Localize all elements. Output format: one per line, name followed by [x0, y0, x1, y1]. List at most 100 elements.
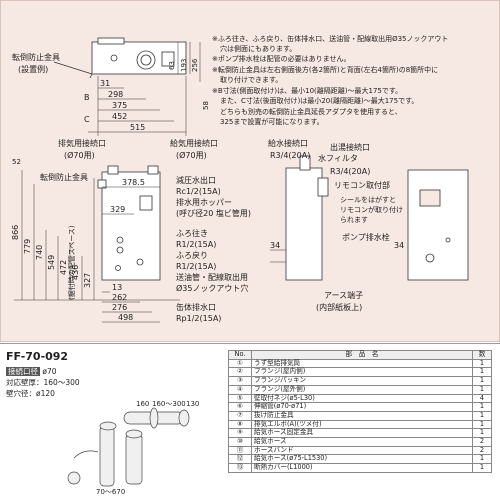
- dim-779: 779: [23, 239, 32, 254]
- dim-63: 63: [168, 61, 176, 70]
- parts-table-header: No. 部 品 名 数: [228, 350, 492, 360]
- installation-gap-label: (据付時の配管スペース): [67, 225, 76, 300]
- technical-drawing: 転倒防止金具 (設置例) 31 298 375 452 515 63 193 2…: [11, 37, 469, 323]
- return-size: R1/2(15A): [176, 262, 216, 271]
- dim-375: 375: [112, 101, 127, 110]
- antitip-label: 転倒防止金具: [12, 52, 60, 62]
- dim-378-5: 378.5: [122, 178, 145, 187]
- dim-b: B: [84, 93, 90, 102]
- dim-472: 472: [59, 260, 68, 275]
- earth-sublabel: (内部紙板上): [316, 302, 362, 312]
- hot-outlet-size: R3/4(20A): [330, 167, 370, 176]
- dim-276: 276: [112, 303, 127, 312]
- hose-size: (呼び径20 塩ビ管用): [176, 208, 251, 218]
- dim-c: C: [84, 115, 90, 124]
- front-view: [14, 165, 180, 323]
- dim-31: 31: [100, 79, 110, 88]
- model-code: FF-70-092: [6, 350, 69, 363]
- dim-262: 262: [112, 293, 127, 302]
- antitip-front-label: 転倒防止金具: [40, 172, 88, 182]
- kit-dim-160a: 160: [136, 400, 149, 408]
- part-no: ⑬: [228, 463, 252, 473]
- intake-label: 給気用接続口: [170, 138, 218, 148]
- dim-740: 740: [35, 245, 44, 260]
- part-qty: 1: [472, 410, 492, 421]
- note-line-9: 325まで設置が可能になります。: [220, 118, 324, 126]
- part-no: ③: [228, 376, 252, 386]
- hot-outlet-label: 出湯接続口: [330, 142, 370, 152]
- col-qty: 数: [472, 350, 492, 360]
- side-view-labels: 給水接続口 R3/4(20A) 水フィルタ 出湯接続口 R3/4(20A) リモ…: [268, 138, 404, 312]
- top-view: [53, 37, 201, 136]
- part-name: フランジ(屋外側): [251, 384, 473, 395]
- dim-52: 52: [12, 158, 21, 166]
- intake-size: (Ø70用): [176, 150, 207, 160]
- part-name: 抜け防止金具: [251, 410, 473, 421]
- dim-34-a: 34: [270, 241, 280, 250]
- connection-value: ø70: [42, 367, 57, 376]
- note-line-8: どちらも別売の転倒防止金具延長アダプタを使用すると、: [220, 108, 402, 116]
- kit-dim-130: 130: [186, 400, 199, 408]
- note-line-3: ※ポンプ排水栓は配管の必要はありません。: [212, 55, 351, 63]
- part-qty: 2: [472, 437, 492, 447]
- col-no: No.: [228, 350, 252, 360]
- supply-label: ふろ往き: [176, 228, 208, 238]
- exhaust-label: 排気用接続口: [58, 138, 106, 148]
- remote-label: リモコン取付部: [334, 180, 390, 190]
- drain-label: 缶体排水口: [176, 302, 216, 312]
- dim-866: 866: [11, 225, 20, 240]
- water-filter-label: 水フィルタ: [318, 153, 358, 163]
- note-line-4: ※転倒防止金具は左右側面後方(各2箇所)と背面(左右4箇所)の8箇所中に: [212, 66, 439, 74]
- col-part-name: 部 品 名: [251, 350, 473, 360]
- part-name: 断熱カバー(L1000): [251, 463, 473, 473]
- part-name: フランジパッキン: [251, 376, 473, 386]
- dim-298: 298: [108, 90, 123, 99]
- hose-label: 排水用ホッパー: [176, 197, 232, 207]
- note-line-6: ※B寸法(側面取付け)は、最小10(離隔距離)〜最大175です。: [212, 87, 403, 95]
- front-view-labels: 排気用接続口 (Ø70用) 給気用接続口 (Ø70用) 転倒防止金具 減圧水出口…: [11, 138, 251, 323]
- exhaust-size: (Ø70用): [64, 150, 95, 160]
- part-no: ⑩: [228, 437, 252, 447]
- part-qty: 1: [472, 463, 492, 473]
- hole-label: 壁穴径：: [6, 389, 36, 398]
- drain-size: Rp1/2(15A): [176, 314, 221, 323]
- dim-452: 452: [112, 112, 127, 121]
- relief-label: 減圧水出口: [176, 175, 216, 185]
- wall-hole-spec: 壁穴径：ø120: [6, 389, 55, 398]
- dim-498: 498: [118, 313, 133, 322]
- wall-value: 160〜300: [43, 378, 80, 387]
- dim-436: 436: [71, 265, 80, 280]
- knockout-label: 送油管・配線取出用: [176, 272, 248, 282]
- kit-dim-length: 70〜670: [96, 488, 125, 496]
- supply-size: R1/2(15A): [176, 240, 216, 249]
- note-line-7: また、C寸法(後面取付け)は最小20(離隔距離)〜最大175です。: [220, 97, 419, 105]
- hole-value: ø120: [36, 389, 55, 398]
- relief-size: Rc1/2(15A): [176, 187, 221, 196]
- dim-58: 58: [202, 101, 210, 110]
- dim-329: 329: [110, 205, 125, 214]
- dim-549: 549: [47, 255, 56, 270]
- return-label: ふろ戻り: [176, 250, 208, 260]
- dim-193: 193: [180, 59, 188, 72]
- dim-13: 13: [112, 283, 122, 292]
- wall-thickness-spec: 対応壁厚：160〜300: [6, 378, 80, 387]
- water-inlet-size: R3/4(20A): [270, 151, 310, 160]
- kit-dim-range: 160〜300: [152, 400, 186, 408]
- water-inlet-label: 給水接続口: [268, 138, 308, 148]
- note-line-2: 穴は側面にもあります。: [220, 45, 297, 53]
- earth-label: アース端子: [324, 290, 363, 300]
- seal-note-3: られます: [340, 216, 368, 224]
- seal-note-1: シールをはがすと: [340, 195, 396, 204]
- dim-327: 327: [83, 273, 92, 288]
- dim-34-b: 34: [394, 241, 404, 250]
- vent-kit-illustration: 160 160〜300 130 70〜670: [67, 400, 199, 496]
- connection-label: 接続口径: [6, 367, 40, 376]
- part-no: ⑦: [228, 410, 252, 421]
- connection-spec: 接続口径 ø70: [6, 367, 57, 376]
